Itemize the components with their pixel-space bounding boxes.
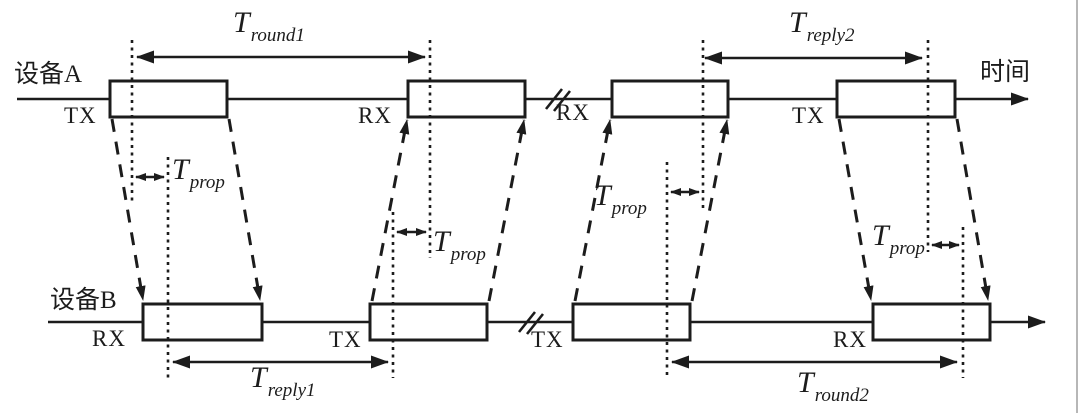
- device-a-rx2-box: [610, 79, 730, 119]
- msg1-left-arrow: [110, 118, 146, 301]
- device-a-rx1-label: RX: [358, 103, 392, 128]
- device-b-tx2-label: TX: [531, 327, 564, 352]
- device-b-rx1-label: RX: [92, 326, 126, 351]
- break-b-slash1: [517, 311, 537, 333]
- t-round1-symbol: T: [233, 6, 250, 39]
- msg3-left-arrow: [573, 119, 613, 302]
- t-prop1-label: Tprop: [172, 153, 225, 193]
- t-prop2-symbol: T: [433, 225, 450, 258]
- t-round2-subscript: round2: [814, 385, 869, 406]
- t-reply2-subscript: reply2: [806, 25, 855, 46]
- msg2-left-arrow: [370, 119, 410, 302]
- t-prop2-subscript: prop: [450, 244, 486, 265]
- t-prop3-symbol: T: [594, 179, 611, 212]
- device-b-rx2-box: [871, 302, 992, 342]
- t-reply1-subscript: reply1: [267, 380, 316, 401]
- t-round1-label: Tround1: [233, 6, 305, 46]
- break-b-slash2: [525, 313, 545, 335]
- dimension-arrows: [135, 50, 960, 369]
- device-b-rx1-box: [141, 302, 264, 342]
- device-a-rx2-label: RX: [556, 100, 590, 125]
- t-prop1-symbol: T: [172, 153, 189, 186]
- break-a-slash2: [552, 90, 572, 112]
- t-prop3-label: Tprop: [594, 179, 647, 219]
- device-a-tx2-box: [835, 79, 957, 119]
- t-prop4-label: Tprop: [872, 219, 925, 259]
- t-prop4-subscript: prop: [889, 238, 925, 259]
- device-a-label: 设备A: [14, 61, 83, 88]
- t-reply2-label: Treply2: [789, 6, 855, 46]
- msg3-right-arrow: [690, 119, 730, 302]
- dotted-reference-lines: [130, 40, 965, 380]
- device-a-tx2-label: TX: [792, 103, 825, 128]
- t-round2-label: Tround2: [797, 366, 869, 406]
- device-b-tx1-label: TX: [329, 327, 362, 352]
- device-b-tx1-box: [368, 302, 489, 342]
- device-a-rx1-box: [406, 79, 527, 119]
- device-b-rx2-label: RX: [833, 327, 867, 352]
- device-b-label: 设备B: [50, 287, 117, 314]
- t-prop2-label: Tprop: [433, 225, 486, 265]
- t-prop3-subscript: prop: [611, 198, 647, 219]
- device-a-tx1-box: [108, 79, 229, 119]
- msg1-right-arrow: [227, 118, 263, 301]
- device-b-tx2-box: [571, 302, 692, 342]
- t-reply1-symbol: T: [250, 361, 267, 394]
- msg4-left-arrow: [837, 118, 874, 301]
- msg4-right-arrow: [955, 118, 991, 301]
- t-round2-symbol: T: [797, 366, 814, 399]
- axis-break-marks: [517, 88, 572, 335]
- t-prop1-subscript: prop: [189, 172, 225, 193]
- t-round1-subscript: round1: [250, 25, 305, 46]
- t-reply1-label: Treply1: [250, 361, 316, 401]
- t-reply2-symbol: T: [789, 6, 806, 39]
- t-prop4-symbol: T: [872, 219, 889, 252]
- device-a-tx1-label: TX: [64, 103, 97, 128]
- break-a-slash1: [544, 88, 564, 110]
- propagation-arrows: [110, 118, 991, 302]
- time-axis-label: 时间: [980, 59, 1031, 86]
- msg2-right-arrow: [487, 119, 527, 302]
